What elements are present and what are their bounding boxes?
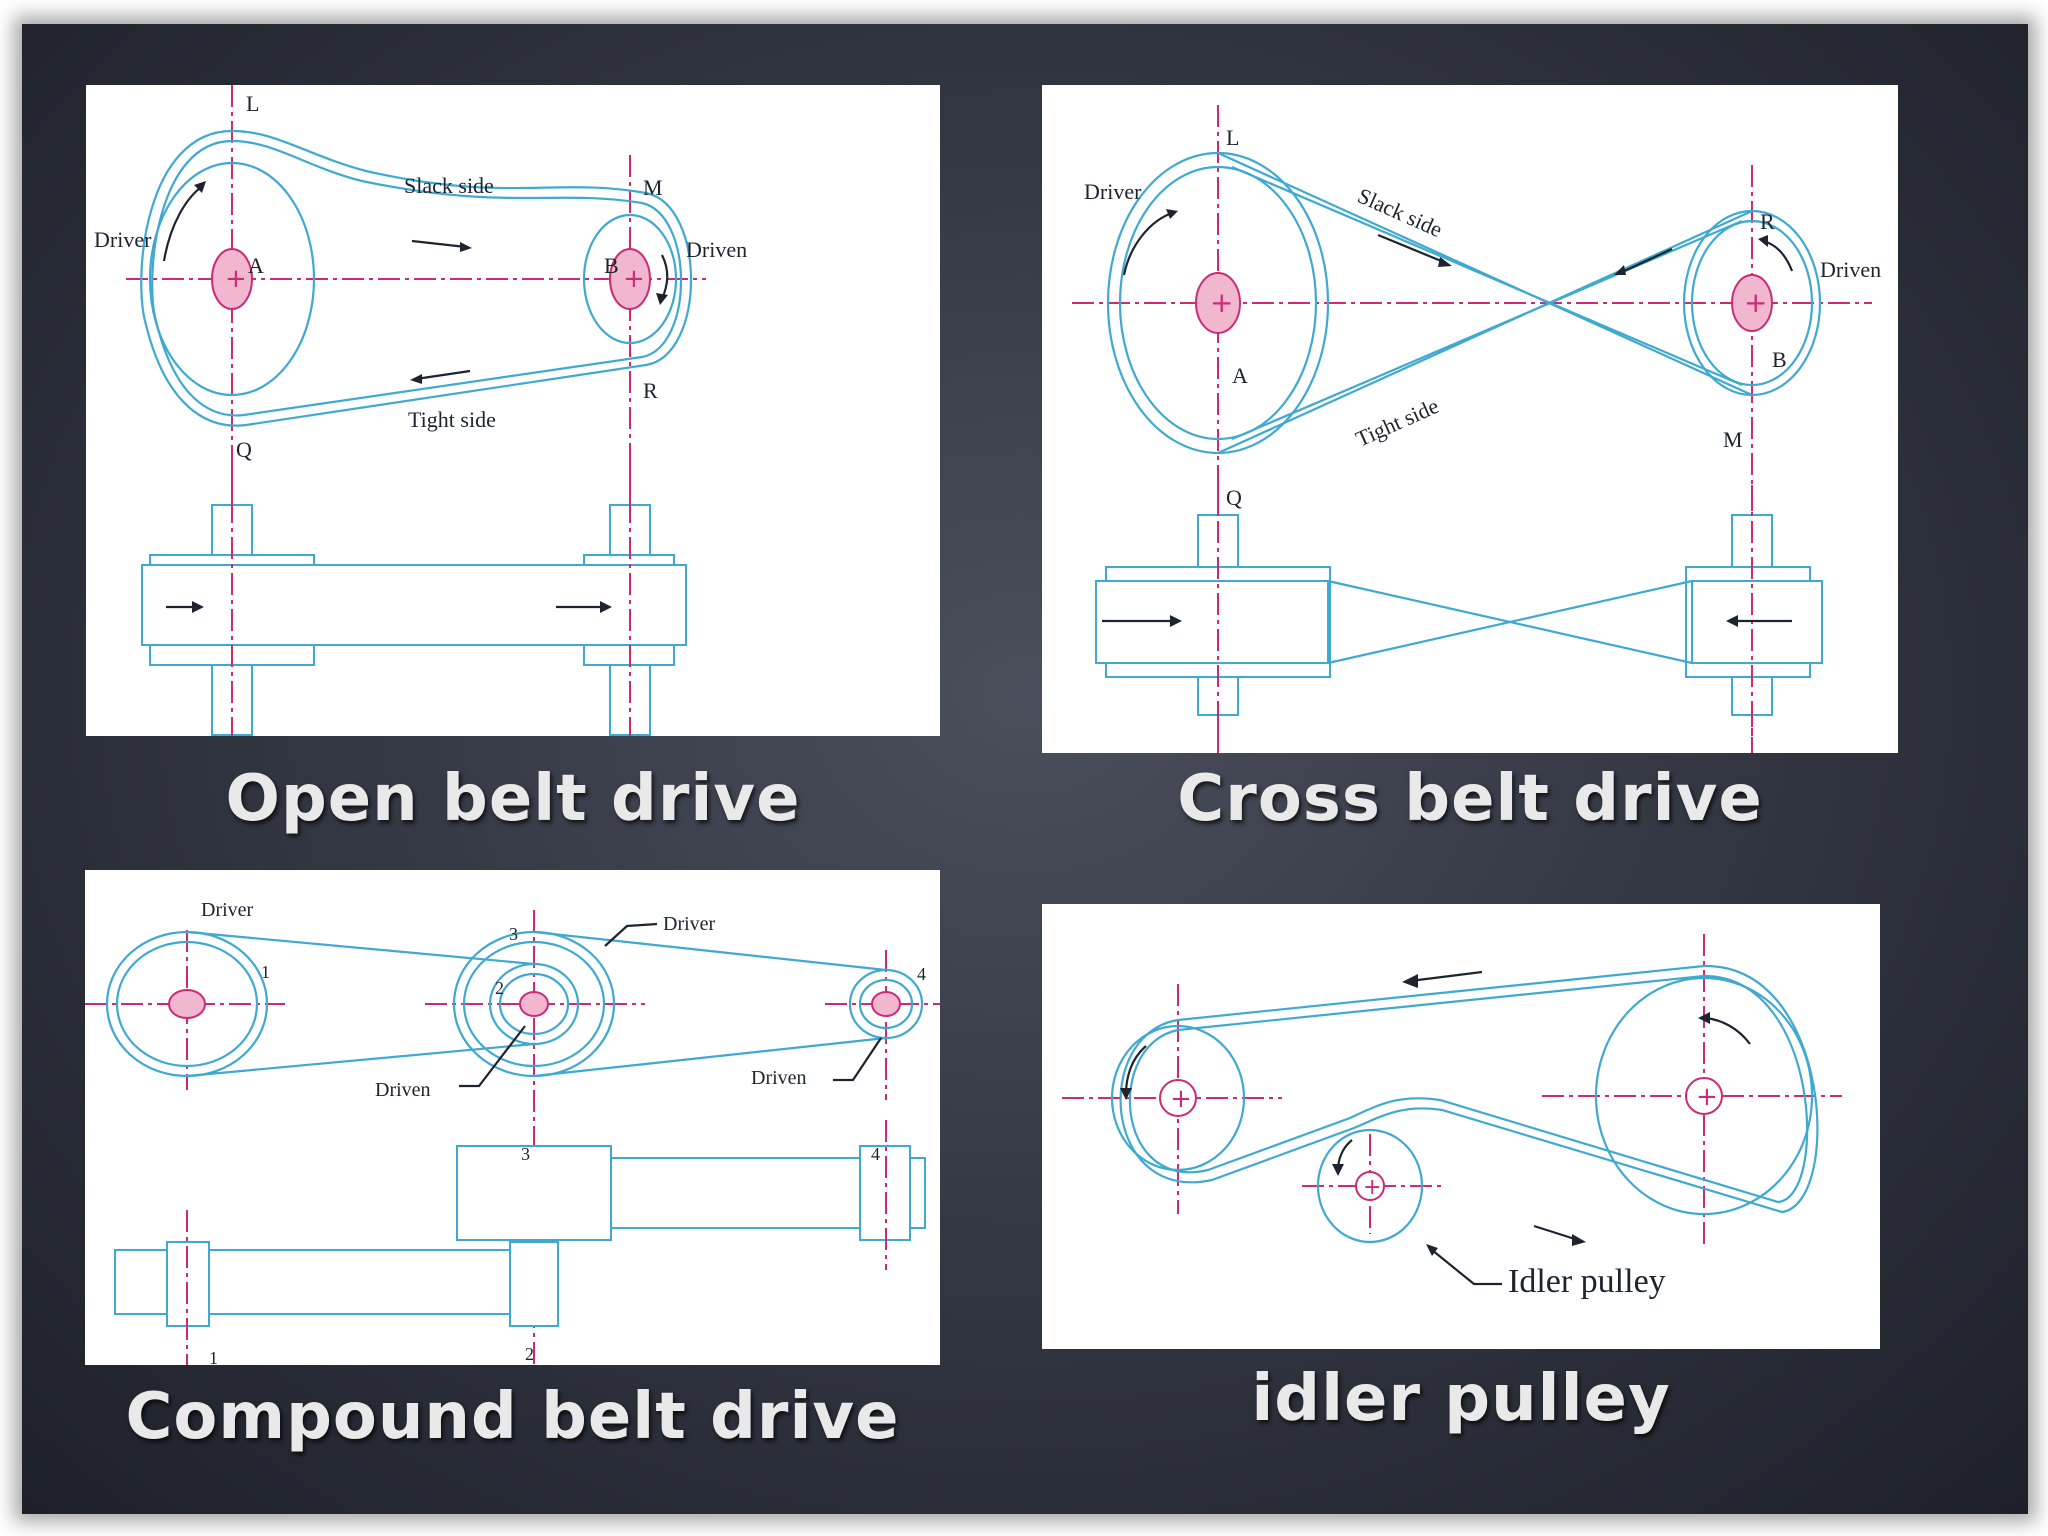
label-B: B <box>1772 347 1787 372</box>
label-slack-side: Slack side <box>1354 183 1446 242</box>
label-driven: Driven <box>1820 257 1881 282</box>
svg-text:+: + <box>225 264 247 294</box>
label-R: R <box>1760 209 1775 234</box>
label-tight-side: Tight side <box>1352 393 1442 452</box>
slide-background: + + L M R Q <box>22 24 2028 1514</box>
label-R: R <box>643 378 658 403</box>
label-shaft-1: 1 <box>209 1348 218 1365</box>
svg-text:+: + <box>1210 286 1233 319</box>
label-L: L <box>1226 125 1239 150</box>
label-shaft-4: 4 <box>871 1144 880 1164</box>
label-pulley-1: 1 <box>261 962 270 982</box>
label-driven-1: Driven <box>375 1079 431 1101</box>
label-driven-2: Driven <box>751 1067 807 1089</box>
label-A: A <box>248 253 264 278</box>
label-driver: Driver <box>1084 179 1142 204</box>
svg-text:+: + <box>1696 1082 1718 1112</box>
label-tight-side: Tight side <box>408 407 496 432</box>
label-shaft-3: 3 <box>521 1144 530 1164</box>
label-slack-side: Slack side <box>404 173 494 198</box>
open-belt-drive-diagram: + + L M R Q <box>86 85 940 736</box>
label-driven: Driven <box>686 237 747 262</box>
caption-cross-belt-drive: Cross belt drive <box>1177 762 1763 836</box>
idler-pulley-diagram: + + + Idler pulley <box>1042 904 1880 1349</box>
cross-belt-drive-diagram: + + L R <box>1042 85 1898 753</box>
label-driver: Driver <box>94 227 152 252</box>
label-pulley-4: 4 <box>917 964 926 984</box>
label-driver-2: Driver <box>663 913 716 935</box>
label-A: A <box>1232 363 1248 388</box>
label-pulley-2: 2 <box>495 978 504 998</box>
caption-open-belt-drive: Open belt drive <box>225 762 801 836</box>
label-shaft-2: 2 <box>525 1344 534 1364</box>
compound-belt-drive-diagram: Driver Driver Driven Driven 1 2 3 4 1 2 … <box>85 870 940 1365</box>
label-idler-pulley: Idler pulley <box>1508 1263 1666 1300</box>
svg-text:+: + <box>623 264 645 294</box>
label-M: M <box>643 175 663 200</box>
svg-text:+: + <box>1744 286 1767 319</box>
label-B: B <box>604 253 619 278</box>
svg-text:+: + <box>1363 1175 1381 1200</box>
label-pulley-3: 3 <box>509 924 518 944</box>
caption-compound-belt-drive: Compound belt drive <box>125 1380 900 1454</box>
label-M: M <box>1723 427 1743 452</box>
label-driver-1: Driver <box>201 899 254 921</box>
label-L: L <box>246 91 259 116</box>
svg-text:+: + <box>1170 1084 1192 1114</box>
caption-idler-pulley: idler pulley <box>1251 1362 1671 1436</box>
label-Q: Q <box>236 437 252 462</box>
label-Q: Q <box>1226 485 1242 510</box>
